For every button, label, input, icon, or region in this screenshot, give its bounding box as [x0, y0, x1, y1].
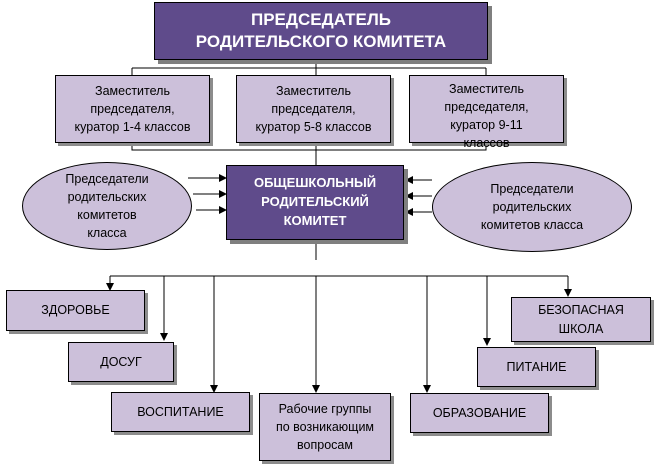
nutrition-box: ПИТАНИЕ: [477, 347, 596, 387]
right-ellipse-label: Председатели родительских комитетов клас…: [480, 181, 584, 233]
safe-school-label: БЕЗОПАСНАЯ ШКОЛА: [538, 303, 624, 336]
school-committee-box: ОБЩЕШКОЛЬНЫЙ РОДИТЕЛЬСКИЙ КОМИТЕТ: [226, 165, 404, 240]
deputy-box-2: Заместитель председателя, куратор 5-8 кл…: [236, 75, 391, 143]
upbringing-label: ВОСПИТАНИЕ: [137, 404, 224, 419]
working-groups-label: Рабочие группы по возникающим вопросам: [275, 401, 375, 453]
deputy-label-2: Заместитель председателя, куратор 5-8 кл…: [255, 83, 372, 135]
deputy-box-1: Заместитель председателя, куратор 1-4 кл…: [55, 75, 210, 143]
chairman-label: ПРЕДСЕДАТЕЛЬ РОДИТЕЛЬСКОГО КОМИТЕТА: [195, 9, 447, 51]
working-groups-box: Рабочие группы по возникающим вопросам: [259, 393, 391, 461]
safe-school-box: БЕЗОПАСНАЯ ШКОЛА: [511, 297, 651, 342]
leisure-label: ДОСУГ: [100, 354, 142, 369]
education-label: ОБРАЗОВАНИЕ: [432, 405, 527, 420]
deputy-label-1: Заместитель председателя, куратор 1-4 кл…: [74, 83, 191, 135]
leisure-box: ДОСУГ: [68, 342, 174, 382]
health-box: ЗДОРОВЬЕ: [6, 290, 145, 331]
right-ellipse: Председатели родительских комитетов клас…: [432, 162, 632, 252]
nutrition-label: ПИТАНИЕ: [506, 359, 567, 374]
chairman-box: ПРЕДСЕДАТЕЛЬ РОДИТЕЛЬСКОГО КОМИТЕТА: [154, 2, 488, 60]
school-committee-label: ОБЩЕШКОЛЬНЫЙ РОДИТЕЛЬСКИЙ КОМИТЕТ: [253, 175, 377, 228]
left-ellipse-label: Председатели родительских комитетов клас…: [65, 171, 149, 241]
deputy-label-3: Заместитель председателя, куратор 9-11 к…: [444, 82, 529, 151]
left-ellipse: Председатели родительских комитетов клас…: [22, 162, 192, 250]
deputy-box-3: Заместитель председателя, куратор 9-11 к…: [409, 75, 564, 150]
education-box: ОБРАЗОВАНИЕ: [410, 393, 549, 433]
health-label: ЗДОРОВЬЕ: [41, 303, 110, 318]
upbringing-box: ВОСПИТАНИЕ: [111, 392, 250, 432]
